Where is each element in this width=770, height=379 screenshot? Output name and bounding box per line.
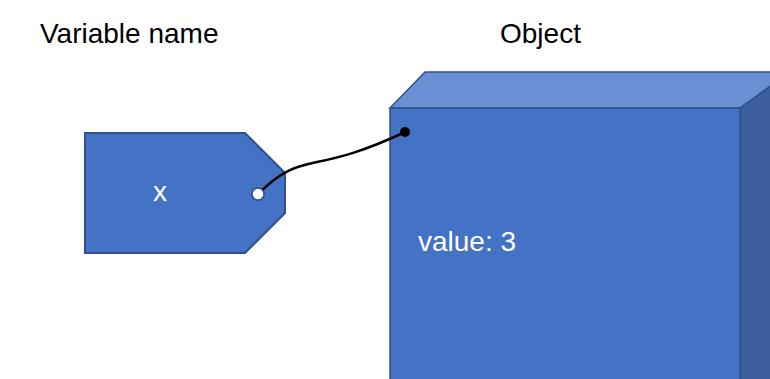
variable-tag: Variable namex <box>85 133 285 253</box>
variable-name: x <box>85 175 235 209</box>
tag-hole <box>252 188 264 200</box>
text-slot: Object <box>500 17 581 51</box>
variable-heading: Variable name <box>40 17 218 51</box>
object-heading: Object <box>500 17 581 51</box>
text-slot: value: 3 <box>418 225 516 259</box>
object-value: value: 3 <box>418 225 516 259</box>
variable-tag-shape <box>85 133 285 253</box>
tag-outline <box>85 133 285 253</box>
object-cube-shape <box>390 70 770 379</box>
cube-front <box>390 108 740 379</box>
object-cube: Objectvalue: 3 <box>390 70 770 379</box>
cube-side <box>740 72 770 379</box>
text-slot: x <box>85 175 235 209</box>
text-slot: Variable name <box>40 17 218 51</box>
tag-hole <box>252 188 264 200</box>
cube-top <box>390 72 770 108</box>
